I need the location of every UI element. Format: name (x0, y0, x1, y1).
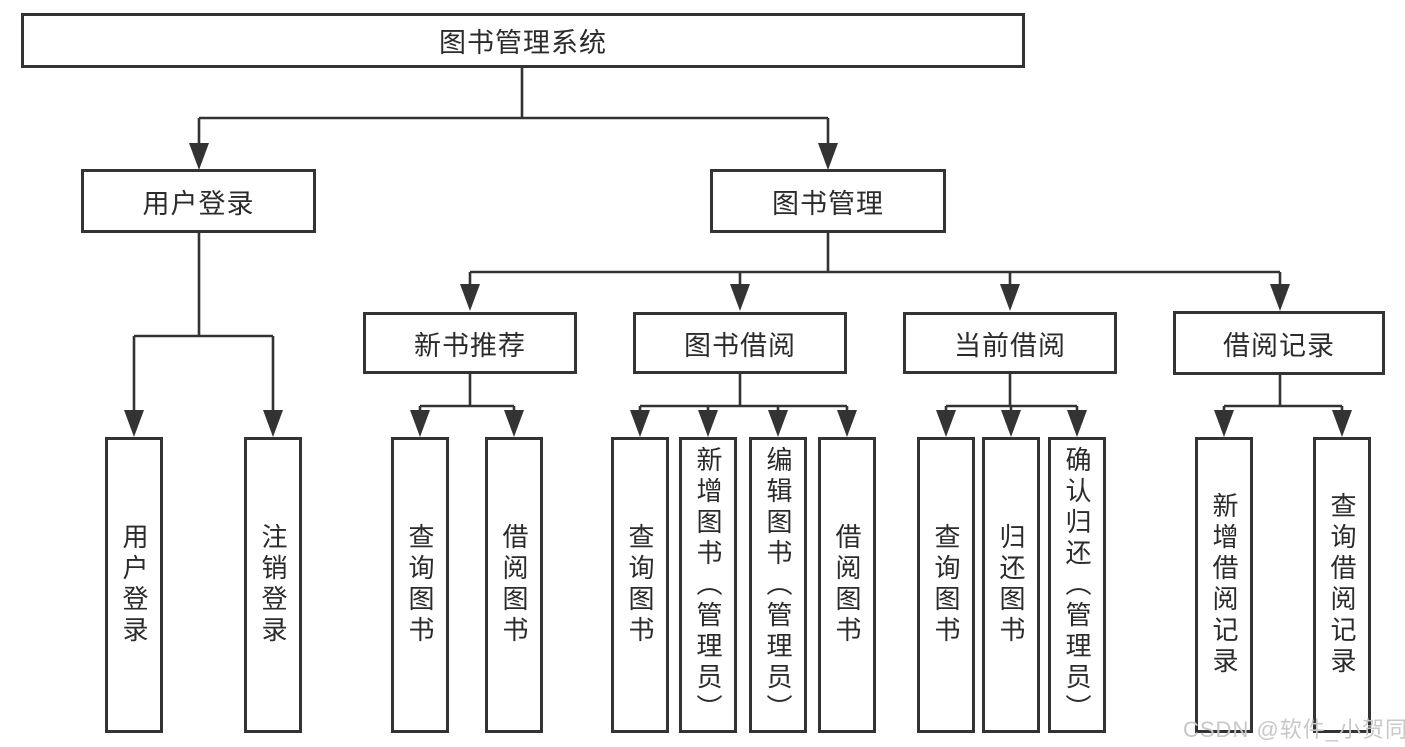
node-user-login: 用户登录 (81, 169, 316, 233)
leaf-user-login: 用户登录 (105, 437, 163, 733)
leaf-add-book-admin-label: 新增图书（管理员） (693, 445, 723, 725)
node-user-login-label: 用户登录 (142, 188, 255, 219)
leaf-query-borrow-record-label: 查询借阅记录 (1327, 492, 1357, 678)
leaf-confirm-return-admin-label: 确认归还（管理员） (1062, 445, 1092, 725)
connector-book-borrow-children (630, 374, 857, 437)
leaf-user-login-label: 用户登录 (119, 523, 149, 647)
leaf-logout-label: 注销登录 (258, 523, 288, 647)
node-current-borrow: 当前借阅 (903, 312, 1117, 374)
leaf-logout: 注销登录 (244, 437, 302, 733)
leaf-query-book-recommend: 查询图书 (391, 437, 449, 733)
node-borrow-record-label: 借阅记录 (1223, 330, 1335, 361)
connector-new-book-recommend-children (410, 374, 524, 437)
leaf-query-borrow-record: 查询借阅记录 (1313, 437, 1371, 733)
leaf-query-book-borrow-label: 查询图书 (625, 523, 655, 647)
connector-book-management-children (460, 233, 1290, 311)
leaf-query-book-recommend-label: 查询图书 (405, 523, 435, 647)
leaf-borrow-book-recommend-label: 借阅图书 (499, 523, 529, 647)
leaf-borrow-book-recommend: 借阅图书 (485, 437, 543, 733)
node-borrow-record: 借阅记录 (1173, 311, 1385, 375)
leaf-add-borrow-record-label: 新增借阅记录 (1209, 492, 1239, 678)
leaf-return-book: 归还图书 (982, 437, 1040, 733)
leaf-edit-book-admin: 编辑图书（管理员） (749, 437, 807, 733)
leaf-add-borrow-record: 新增借阅记录 (1195, 437, 1253, 733)
leaf-query-book-current-label: 查询图书 (931, 523, 961, 647)
node-new-book-recommend-label: 新书推荐 (414, 330, 526, 361)
leaf-borrow-book: 借阅图书 (818, 437, 876, 733)
node-current-borrow-label: 当前借阅 (954, 330, 1066, 361)
connector-root-to-level2 (189, 68, 838, 170)
leaf-borrow-book-label: 借阅图书 (832, 523, 862, 647)
connector-borrow-record-children (1214, 374, 1352, 437)
node-root-system-label: 图书管理系统 (439, 28, 607, 58)
leaf-confirm-return-admin: 确认归还（管理员） (1048, 437, 1106, 733)
node-book-borrow-label: 图书借阅 (684, 330, 796, 361)
node-book-borrow: 图书借阅 (633, 312, 847, 374)
node-book-management-label: 图书管理 (772, 188, 884, 219)
node-book-management: 图书管理 (710, 169, 946, 233)
leaf-query-book-borrow: 查询图书 (611, 437, 669, 733)
leaf-return-book-label: 归还图书 (996, 523, 1026, 647)
connector-current-borrow-children (936, 374, 1087, 437)
connector-user-login-children (124, 233, 283, 437)
node-root-system: 图书管理系统 (21, 13, 1025, 68)
leaf-edit-book-admin-label: 编辑图书（管理员） (763, 445, 793, 725)
csdn-watermark: CSDN @软件_小贺同学 (1183, 717, 1405, 742)
node-new-book-recommend: 新书推荐 (363, 312, 577, 374)
leaf-query-book-current: 查询图书 (917, 437, 975, 733)
leaf-add-book-admin: 新增图书（管理员） (679, 437, 737, 733)
